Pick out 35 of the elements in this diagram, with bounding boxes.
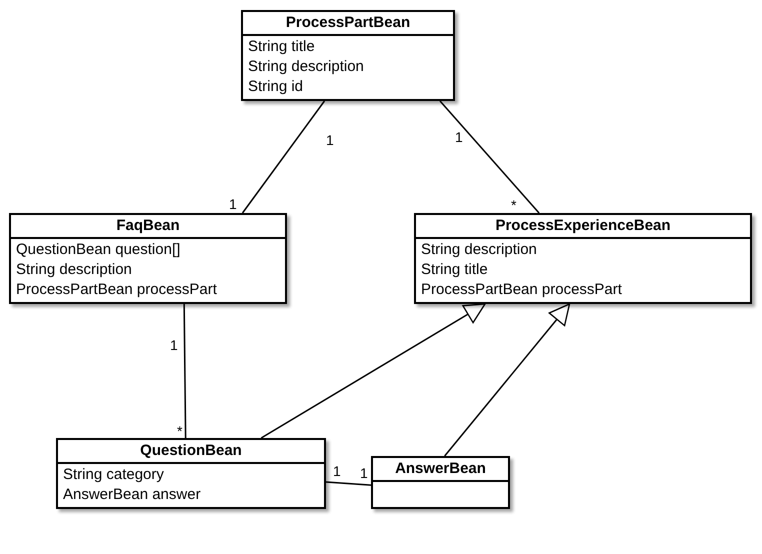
association-line [326, 481, 372, 486]
class-box [56, 438, 326, 509]
class-name: FaqBean [11, 215, 285, 239]
association-line [183, 304, 186, 438]
multiplicity-label: 1 [455, 130, 463, 144]
attribute-text: String description [16, 260, 132, 280]
association-line [439, 100, 540, 214]
attribute-text: String description [248, 57, 364, 77]
class-name: AnswerBean [373, 458, 508, 482]
multiplicity-label: 1 [360, 466, 368, 480]
inheritance-arrow [444, 303, 570, 456]
class-box [9, 213, 287, 304]
multiplicity-label: * [511, 198, 516, 212]
association-line [242, 100, 326, 214]
inheritance-arrow [260, 303, 486, 439]
attribute-text: ProcessPartBean processPart [421, 280, 622, 300]
attribute-text: ProcessPartBean processPart [16, 280, 217, 300]
multiplicity-label: 1 [170, 338, 178, 352]
attribute-text: String category [63, 465, 164, 485]
class-box [371, 456, 510, 509]
multiplicity-label: 1 [326, 133, 334, 147]
class-box [241, 10, 455, 101]
attribute-text: String id [248, 77, 304, 97]
attribute-text: AnswerBean answer [63, 485, 201, 505]
class-name: ProcessPartBean [243, 12, 453, 36]
attribute-text: String title [421, 260, 488, 280]
attribute-text: String description [421, 240, 537, 260]
attribute-text: String title [248, 37, 315, 57]
multiplicity-label: 1 [333, 464, 341, 478]
class-name: ProcessExperienceBean [416, 215, 750, 239]
attribute-text: QuestionBean question[] [16, 240, 180, 260]
class-name: QuestionBean [58, 440, 324, 464]
multiplicity-label: 1 [229, 197, 237, 211]
multiplicity-label: * [177, 424, 182, 438]
class-box [414, 213, 752, 304]
